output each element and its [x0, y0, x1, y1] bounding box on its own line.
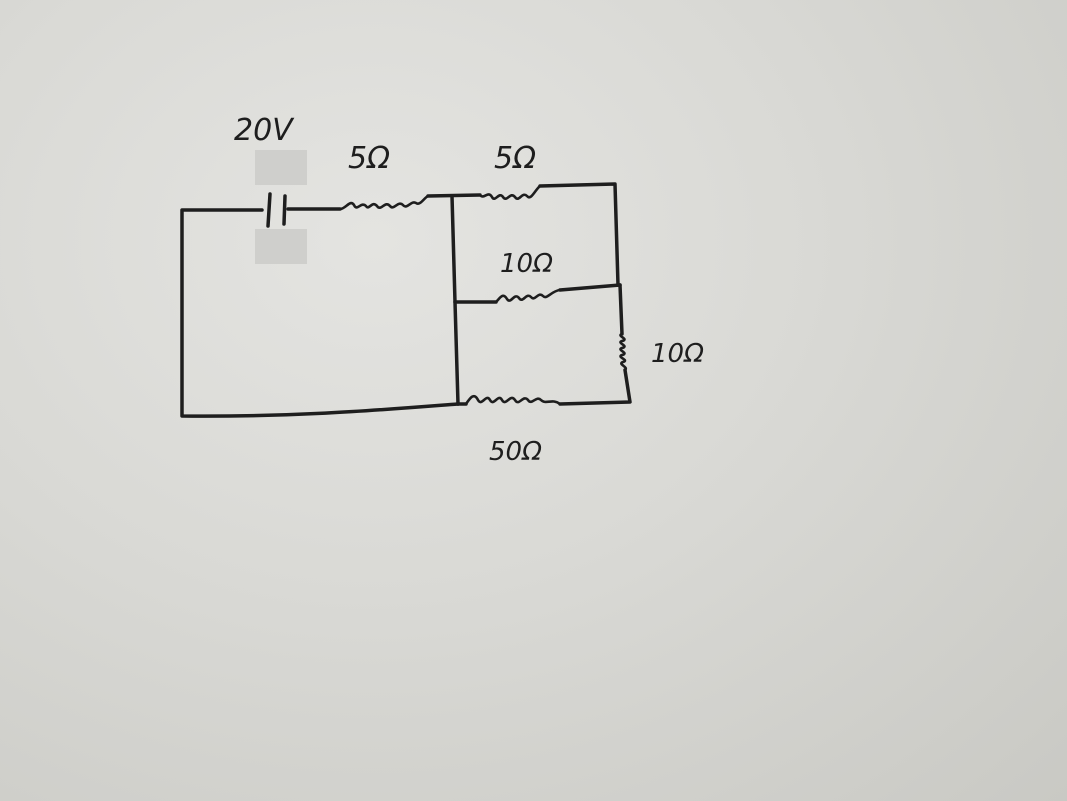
source-voltage-label: 20V: [234, 113, 295, 148]
resistor-middle: [494, 288, 562, 304]
wire-middle-right: [558, 283, 622, 292]
wire-junction-vertical: [450, 194, 460, 406]
battery-plate-short: [282, 194, 287, 226]
resistor-right-label: 10Ω: [651, 339, 704, 369]
wire-right-vertical: [618, 283, 624, 336]
wire-right-lower: [558, 368, 632, 406]
resistor-top: [478, 184, 542, 200]
wires: [180, 182, 632, 418]
redaction-box-bottom: [255, 229, 307, 264]
resistor-middle-label: 10Ω: [500, 249, 553, 279]
battery-plate-long: [266, 192, 272, 228]
redaction-box-top: [255, 150, 307, 185]
resistor-bottom: [464, 394, 562, 406]
wire-left-loop: [180, 208, 460, 418]
resistor-right: [619, 332, 628, 372]
resistor-bottom-label: 50Ω: [489, 437, 542, 467]
wire-top-right: [538, 182, 620, 287]
wire-r1-to-node: [426, 193, 482, 198]
resistor-top-label: 5Ω: [494, 141, 536, 176]
resistor-series-1: [338, 194, 430, 211]
battery-symbol: [266, 192, 287, 228]
resistor-series-1-label: 5Ω: [348, 141, 390, 176]
